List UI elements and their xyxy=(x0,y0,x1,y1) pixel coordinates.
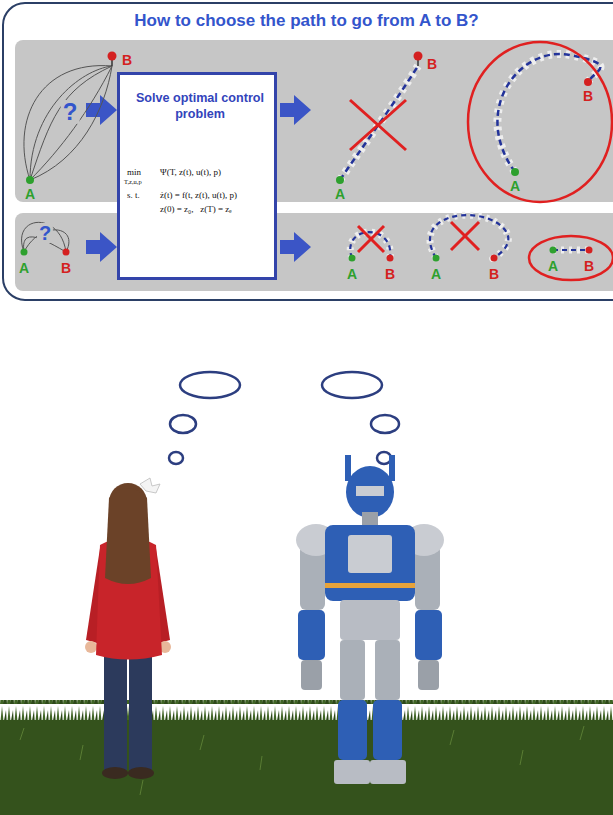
objective: Ψ(T, z(t), u(t), p) xyxy=(160,167,221,177)
grass xyxy=(0,720,613,815)
reject-cross xyxy=(350,100,406,150)
point-label: B xyxy=(584,259,594,273)
grass xyxy=(0,700,613,722)
goal-pin xyxy=(414,52,423,61)
robot-figure xyxy=(296,455,444,784)
choice-circle xyxy=(468,42,612,202)
choice-circle xyxy=(529,236,613,280)
point-label: B xyxy=(122,53,132,67)
candidate-paths xyxy=(22,222,69,252)
thought-bubbles xyxy=(169,372,399,464)
point-label: B xyxy=(489,267,499,281)
point-label: A xyxy=(347,267,357,281)
panel xyxy=(3,3,613,300)
band xyxy=(15,213,613,291)
question-mark: ? xyxy=(61,100,80,124)
point-label: A xyxy=(431,267,441,281)
point-label: A xyxy=(25,187,35,201)
question-mark: ? xyxy=(37,223,53,243)
girl-figure xyxy=(85,478,171,779)
start-dot xyxy=(511,168,519,176)
point-label: B xyxy=(583,89,593,103)
point-label: B xyxy=(385,267,395,281)
point-label: A xyxy=(510,179,520,193)
title: How to choose the path to go from A to B… xyxy=(0,11,613,31)
walk-path xyxy=(340,66,418,180)
start-dot xyxy=(21,249,28,256)
goal-pin xyxy=(108,52,117,61)
point-label: A xyxy=(335,187,345,201)
candidate-paths xyxy=(24,66,112,180)
point-label: B xyxy=(427,57,437,71)
math-subscript: T,z,u,p xyxy=(124,178,142,185)
reject-cross xyxy=(358,222,479,252)
start-dot xyxy=(26,176,34,184)
footprints xyxy=(340,66,418,180)
point-label: A xyxy=(548,259,558,273)
boundary-conditions: z(0) = z₀, z(T) = zₑ xyxy=(160,204,232,214)
footprints xyxy=(497,54,600,172)
point-label: A xyxy=(19,261,29,275)
band xyxy=(15,40,613,202)
process-box: Solve optimal control problem minT,z,u,p Ψ… xyxy=(117,72,277,280)
dynamics: ż(t) = f(t, z(t), u(t), p) xyxy=(160,190,237,200)
goal-dot xyxy=(63,249,70,256)
start-dot xyxy=(336,176,344,184)
box-heading: Solve optimal control problem xyxy=(123,91,277,122)
math-operator: min xyxy=(127,167,141,177)
point-label: B xyxy=(61,261,71,275)
goal-dot xyxy=(584,78,592,86)
math-keyword: s. t. xyxy=(127,190,140,200)
walk-path xyxy=(497,54,600,172)
